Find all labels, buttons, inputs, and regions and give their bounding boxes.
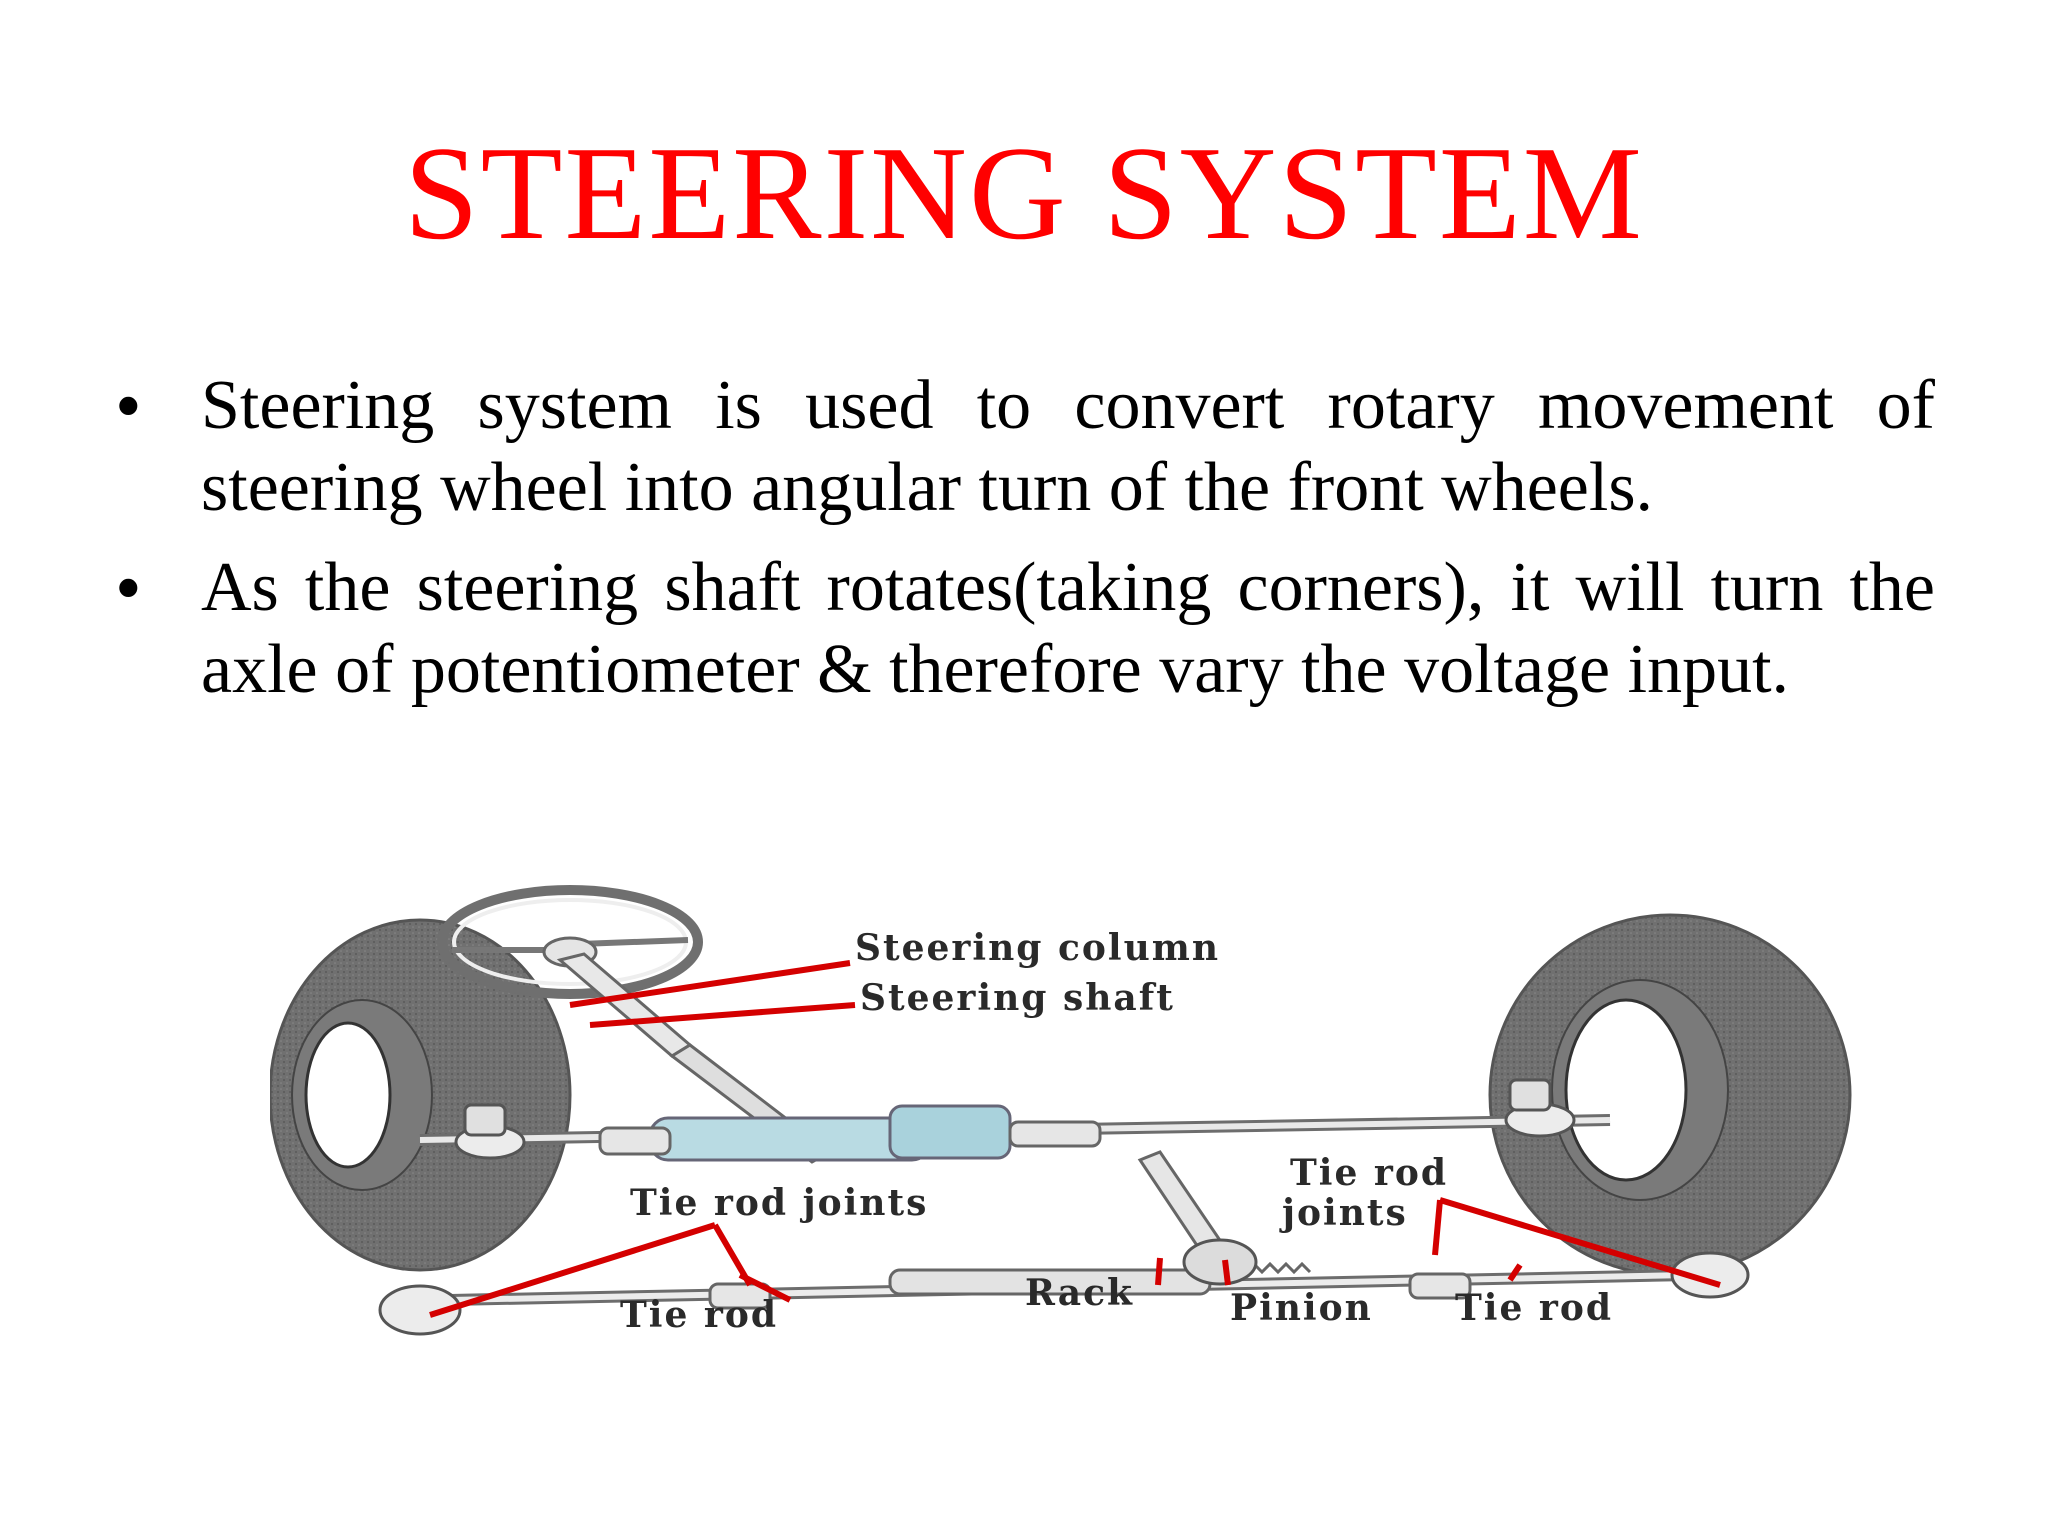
label-steering-shaft: Steering shaft: [860, 977, 1175, 1019]
bullet-list: • Steering system is used to convert rot…: [105, 365, 1935, 729]
label-pinion: Pinion: [1230, 1287, 1373, 1329]
label-rack: Rack: [1025, 1272, 1134, 1314]
label-steering-column: Steering column: [855, 927, 1220, 969]
label-tie-rod-joints-left: Tie rod joints: [630, 1182, 928, 1224]
steering-diagram: Steering column Steering shaft Tie rod j…: [270, 880, 1910, 1360]
left-tire: [270, 918, 572, 1272]
steering-wheel: [437, 885, 703, 999]
label-tie-rod-joints-right-line2: joints: [1279, 1192, 1408, 1234]
right-tire: [1488, 913, 1852, 1277]
bullet-item: • Steering system is used to convert rot…: [105, 365, 1935, 529]
bullet-glyph: •: [115, 364, 142, 448]
upper-rack-assembly: [419, 1078, 1611, 1162]
label-tie-rod-joints-right-line1: Tie rod: [1290, 1152, 1448, 1194]
label-tie-rod-left: Tie rod: [620, 1294, 778, 1336]
leader-lines: [429, 960, 1721, 1318]
label-tie-rod-right: Tie rod: [1455, 1287, 1613, 1329]
slide-title: STEERING SYSTEM: [404, 119, 1644, 267]
bullet-text: As the steering shaft rotates(taking cor…: [201, 549, 1935, 708]
bullet-item: • As the steering shaft rotates(taking c…: [105, 547, 1935, 711]
bullet-glyph: •: [115, 546, 142, 630]
steering-diagram-svg: Steering column Steering shaft Tie rod j…: [270, 885, 1852, 1336]
bullet-text: Steering system is used to convert rotar…: [201, 367, 1935, 526]
lower-rack-assembly: [378, 1150, 1750, 1336]
